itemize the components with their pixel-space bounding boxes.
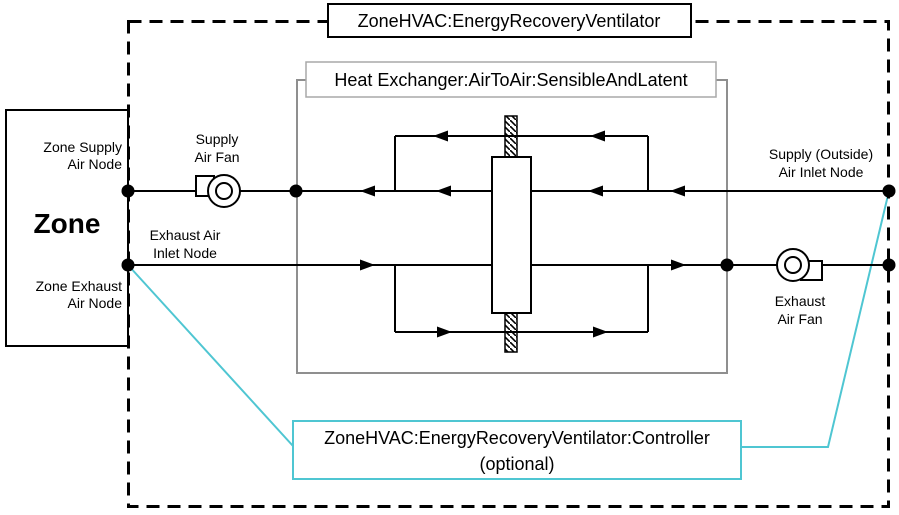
supply-fan-outlet-node-dot (289, 184, 303, 198)
zone-supply-air-node-dot (121, 184, 135, 198)
hx-exhaust-outlet-node-dot (720, 258, 734, 272)
supply-fan-label-line2: Air Fan (194, 149, 239, 165)
controller-connector-right-line (741, 190, 890, 448)
supply-flow-arrow (588, 185, 603, 197)
supply-fan-label-line1: Supply (196, 131, 239, 147)
zone-supply-node-label-line1: Zone Supply (43, 139, 122, 155)
air-nodes (121, 184, 896, 272)
exhaust-fan-inner-circle (784, 256, 802, 274)
supply-flow-arrow (670, 185, 685, 197)
zone-supply-node-label-line2: Air Node (68, 156, 123, 172)
controller-connector-left-line (127, 264, 294, 447)
hx-wheel-shaft-bottom (504, 312, 518, 353)
outside-air-inlet-node-dot (882, 184, 896, 198)
bottom-bypass-flow-arrow (593, 326, 608, 338)
supply-flow-arrow (360, 185, 375, 197)
hx-wheel-shaft-top (504, 115, 518, 158)
diagram-title: ZoneHVAC:EnergyRecoveryVentilator (358, 11, 661, 31)
exhaust-fan-label-line2: Air Fan (777, 311, 822, 327)
heat-exchanger-core (491, 156, 532, 314)
top-bypass-flow-arrow (590, 130, 605, 142)
exhaust-flow-arrow (360, 259, 375, 271)
exhaust-fan-label-line1: Exhaust (775, 293, 826, 309)
controller-label-line1: ZoneHVAC:EnergyRecoveryVentilator:Contro… (324, 428, 710, 448)
exhaust-inlet-node-label-line2: Inlet Node (153, 245, 217, 261)
diagram-title-box (327, 3, 692, 38)
zone-title: Zone (34, 208, 101, 239)
controller-box (292, 420, 742, 480)
top-bypass-flow-arrow (433, 130, 448, 142)
exhaust-inlet-node-label-line1: Exhaust Air (150, 227, 221, 243)
outside-air-inlet-node-label-line1: Supply (Outside) (769, 146, 873, 162)
zone-exhaust-node-label-line2: Air Node (68, 295, 123, 311)
heat-exchanger-title-box (305, 61, 717, 98)
zone-exhaust-node-label-line1: Zone Exhaust (36, 278, 122, 294)
supply-air-fan-icon (195, 174, 241, 208)
zone-box (5, 109, 129, 347)
flow-arrows (360, 130, 686, 338)
controller-label-line2: (optional) (479, 454, 554, 474)
heat-exchanger-title: Heat Exchanger:AirToAir:SensibleAndLaten… (334, 70, 687, 90)
outside-air-inlet-node-label-line2: Air Inlet Node (779, 164, 864, 180)
exhaust-air-fan-icon (776, 248, 823, 282)
exhaust-air-outlet-node-dot (882, 258, 896, 272)
supply-flow-arrow (436, 185, 451, 197)
exhaust-flow-arrow (671, 259, 686, 271)
supply-fan-inner-circle (215, 182, 233, 200)
zone-exhaust-air-node-dot (121, 258, 135, 272)
bottom-bypass-flow-arrow (437, 326, 452, 338)
